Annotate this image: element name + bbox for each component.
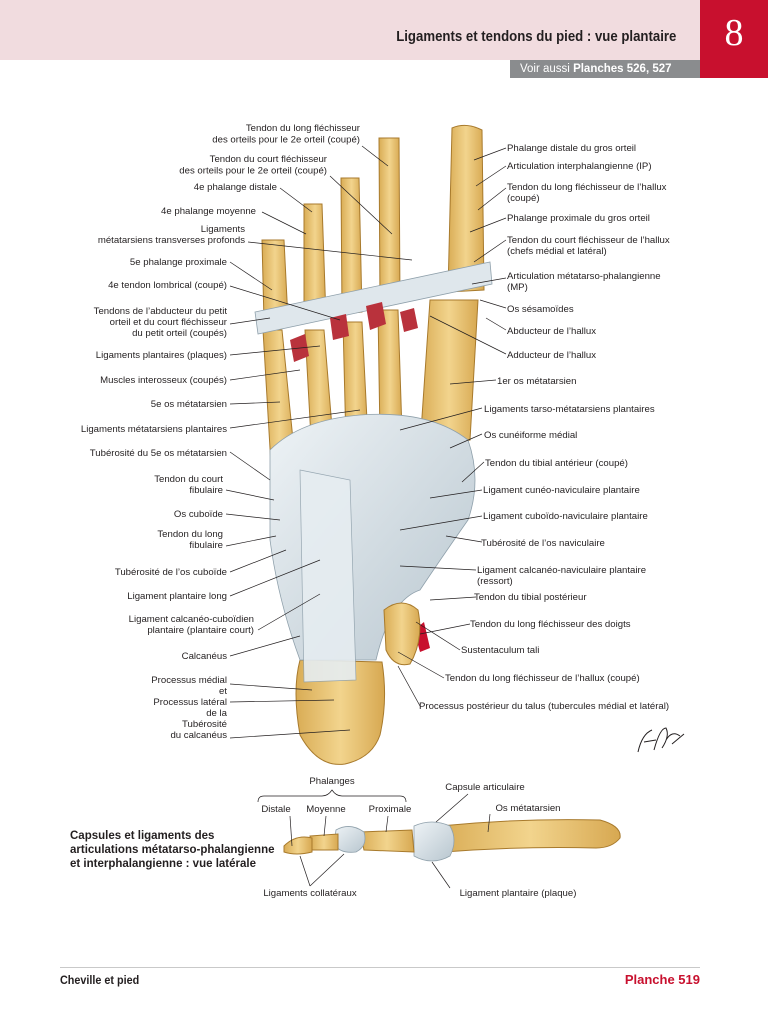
inset-distal-phalanx <box>283 836 313 855</box>
label-4th-distal-phalanx: 4e phalange distale <box>194 182 277 193</box>
chapter-number: 8 <box>724 12 744 54</box>
foot-plantar-view <box>254 124 493 765</box>
inset-title: Capsules et ligaments des articulations … <box>70 830 275 870</box>
page-title: Ligaments et tendons du pied : vue plant… <box>395 28 676 45</box>
label-navicular-tuberosity: Tubérosité de l’os naviculaire <box>481 538 605 549</box>
footer-divider <box>60 967 700 968</box>
label-hallux-distal-phalanx: Phalange distale du gros orteil <box>507 143 636 154</box>
lumbrical-stump-3 <box>366 302 386 330</box>
talus-posterior-process <box>383 602 421 666</box>
label-tibialis-anterior: Tendon du tibial antérieur (coupé) <box>485 458 628 469</box>
label-plantar-metatarsal-ligaments: Ligaments métatarsiens plantaires <box>81 424 227 435</box>
label-plantar-plates: Ligaments plantaires (plaques) <box>96 350 227 361</box>
left-leader-lines <box>225 145 413 739</box>
footer-plate-number: Planche 519 <box>624 972 700 987</box>
label-fhl-tendon-talus: Tendon du long fléchisseur de l’hallux (… <box>445 673 640 684</box>
label-4th-middle-phalanx: 4e phalange moyenne <box>161 206 256 217</box>
inset-capsule <box>413 821 455 862</box>
label-cuboid: Os cuboïde <box>174 509 223 520</box>
svg-text:Tendon du long fléchisseur de: Tendon du long fléchisseur de l’hallux(c… <box>507 182 667 204</box>
right-labels: Phalange distale du gros orteil Articula… <box>419 143 670 712</box>
label-abductor-fdm-tendons: Tendons de l’abducteur du petit <box>94 306 228 317</box>
svg-text:Articulation métatarso-phalang: Articulation métatarso-phalangienne(MP) <box>507 271 661 293</box>
label-sustentaculum: Sustentaculum tali <box>461 645 539 656</box>
label-talus-posterior-process: Processus postérieur du talus (tubercule… <box>419 701 669 712</box>
label-fhb-tendon: Tendon du court fléchisseur de l’hallux <box>507 235 670 246</box>
label-cuneonavicular-ligament: Ligament cunéo-naviculaire plantaire <box>483 485 640 496</box>
label-long-plantar-ligament: Ligament plantaire long <box>127 591 227 602</box>
label-adductor-hallucis: Adducteur de l’hallux <box>507 350 596 361</box>
label-fdl-tendon: Tendon du long fléchisseur <box>246 123 361 134</box>
label-fibularis-longus: Tendon du long <box>157 529 223 540</box>
label-tarsometatarsal-ligaments: Ligaments tarso-métatarsiens plantaires <box>484 404 655 415</box>
chapter-badge: 8 <box>700 0 768 78</box>
header-band <box>0 0 700 60</box>
midfoot-ligaments <box>269 413 476 661</box>
see-also-link[interactable]: Planches 526, 527 <box>573 63 672 75</box>
inset-distale-label: Distale <box>261 804 290 815</box>
see-also-bar: Voir aussi Planches 526, 527 <box>510 60 700 78</box>
label-fdl-tendon-right: Tendon du long fléchisseur des doigts <box>470 619 631 630</box>
toe-2 <box>378 137 401 305</box>
label-cuboideonavicular-ligament: Ligament cuboïdo-naviculaire plantaire <box>483 511 648 522</box>
label-5th-proximal-phalanx: 5e phalange proximale <box>130 257 227 268</box>
label-5th-metatarsal-tuberosity: Tubérosité du 5e os métatarsien <box>90 448 227 459</box>
inset-lateral-view: Phalanges Distale Moyenne Proximale Caps… <box>257 776 621 899</box>
netter-signature <box>637 727 685 753</box>
inset-moyenne-label: Moyenne <box>306 804 345 815</box>
inset-proximal-phalanx <box>359 829 415 853</box>
label-fibularis-brevis: Tendon du court <box>154 474 223 485</box>
label-fdb-tendon: Tendon du court fléchisseur <box>210 154 328 165</box>
label-interossei: Muscles interosseux (coupés) <box>100 375 227 386</box>
svg-text:Tendon du court fléchisseur de: Tendon du court fléchisseur de l’hallux(… <box>507 235 670 257</box>
label-deep-transverse-ligaments: Ligaments <box>201 224 245 235</box>
label-medial-cuneiform: Os cunéiforme médial <box>484 430 577 441</box>
label-tibialis-posterior: Tendon du tibial postérieur <box>474 592 587 603</box>
inset-capsule-label: Capsule articulaire <box>445 782 524 793</box>
inset-phalanges-label: Phalanges <box>309 776 355 787</box>
right-leader-lines <box>397 147 507 707</box>
lumbrical-stump-4 <box>400 308 418 332</box>
inset-middle-phalanx <box>309 833 339 851</box>
inset-collateral-label: Ligaments collatéraux <box>263 888 357 899</box>
inset-plantar-plate-label: Ligament plantaire (plaque) <box>460 888 577 899</box>
inset-metatarsal-label: Os métatarsien <box>495 803 560 814</box>
long-plantar-ligament <box>299 469 357 683</box>
svg-text:Ligament calcanéo-naviculaire: Ligament calcanéo-naviculaire plantaire(… <box>477 565 646 587</box>
label-calcaneal-tuberosity: Processus médial <box>151 675 227 686</box>
calcaneus-shape <box>295 659 386 765</box>
label-1st-metatarsal: 1er os métatarsien <box>497 376 576 387</box>
label-mp-joint: Articulation métatarso-phalangienne <box>507 271 661 282</box>
label-short-plantar-ligament: Ligament calcanéo-cuboïdien <box>129 614 254 625</box>
inset-middle-phalanx-joint <box>333 826 366 853</box>
label-spring-ligament: Ligament calcanéo-naviculaire plantaire <box>477 565 646 576</box>
metatarsal-1 <box>419 299 479 447</box>
label-fhl-tendon-cut: Tendon du long fléchisseur de l’hallux <box>507 182 667 193</box>
inset-metatarsal <box>439 819 621 853</box>
label-hallux-proximal-phalanx: Phalange proximale du gros orteil <box>507 213 650 224</box>
see-also-prefix: Voir aussi <box>520 63 570 75</box>
label-calcaneus: Calcanéus <box>182 651 228 662</box>
label-5th-metatarsal: 5e os métatarsien <box>151 399 227 410</box>
transverse-ligament <box>254 261 493 335</box>
label-ip-joint: Articulation interphalangienne (IP) <box>507 161 652 172</box>
footer-section: Cheville et pied <box>60 973 140 987</box>
label-4th-lumbrical: 4e tendon lombrical (coupé) <box>108 280 227 291</box>
label-cuboid-tuberosity: Tubérosité de l’os cuboïde <box>115 567 227 578</box>
inset-phalanges-brace <box>257 789 407 803</box>
label-abductor-hallucis: Abducteur de l’hallux <box>507 326 596 337</box>
label-sesamoids: Os sésamoïdes <box>507 304 574 315</box>
inset-proximale-label: Proximale <box>369 804 412 815</box>
lumbrical-stump-2 <box>330 314 349 340</box>
